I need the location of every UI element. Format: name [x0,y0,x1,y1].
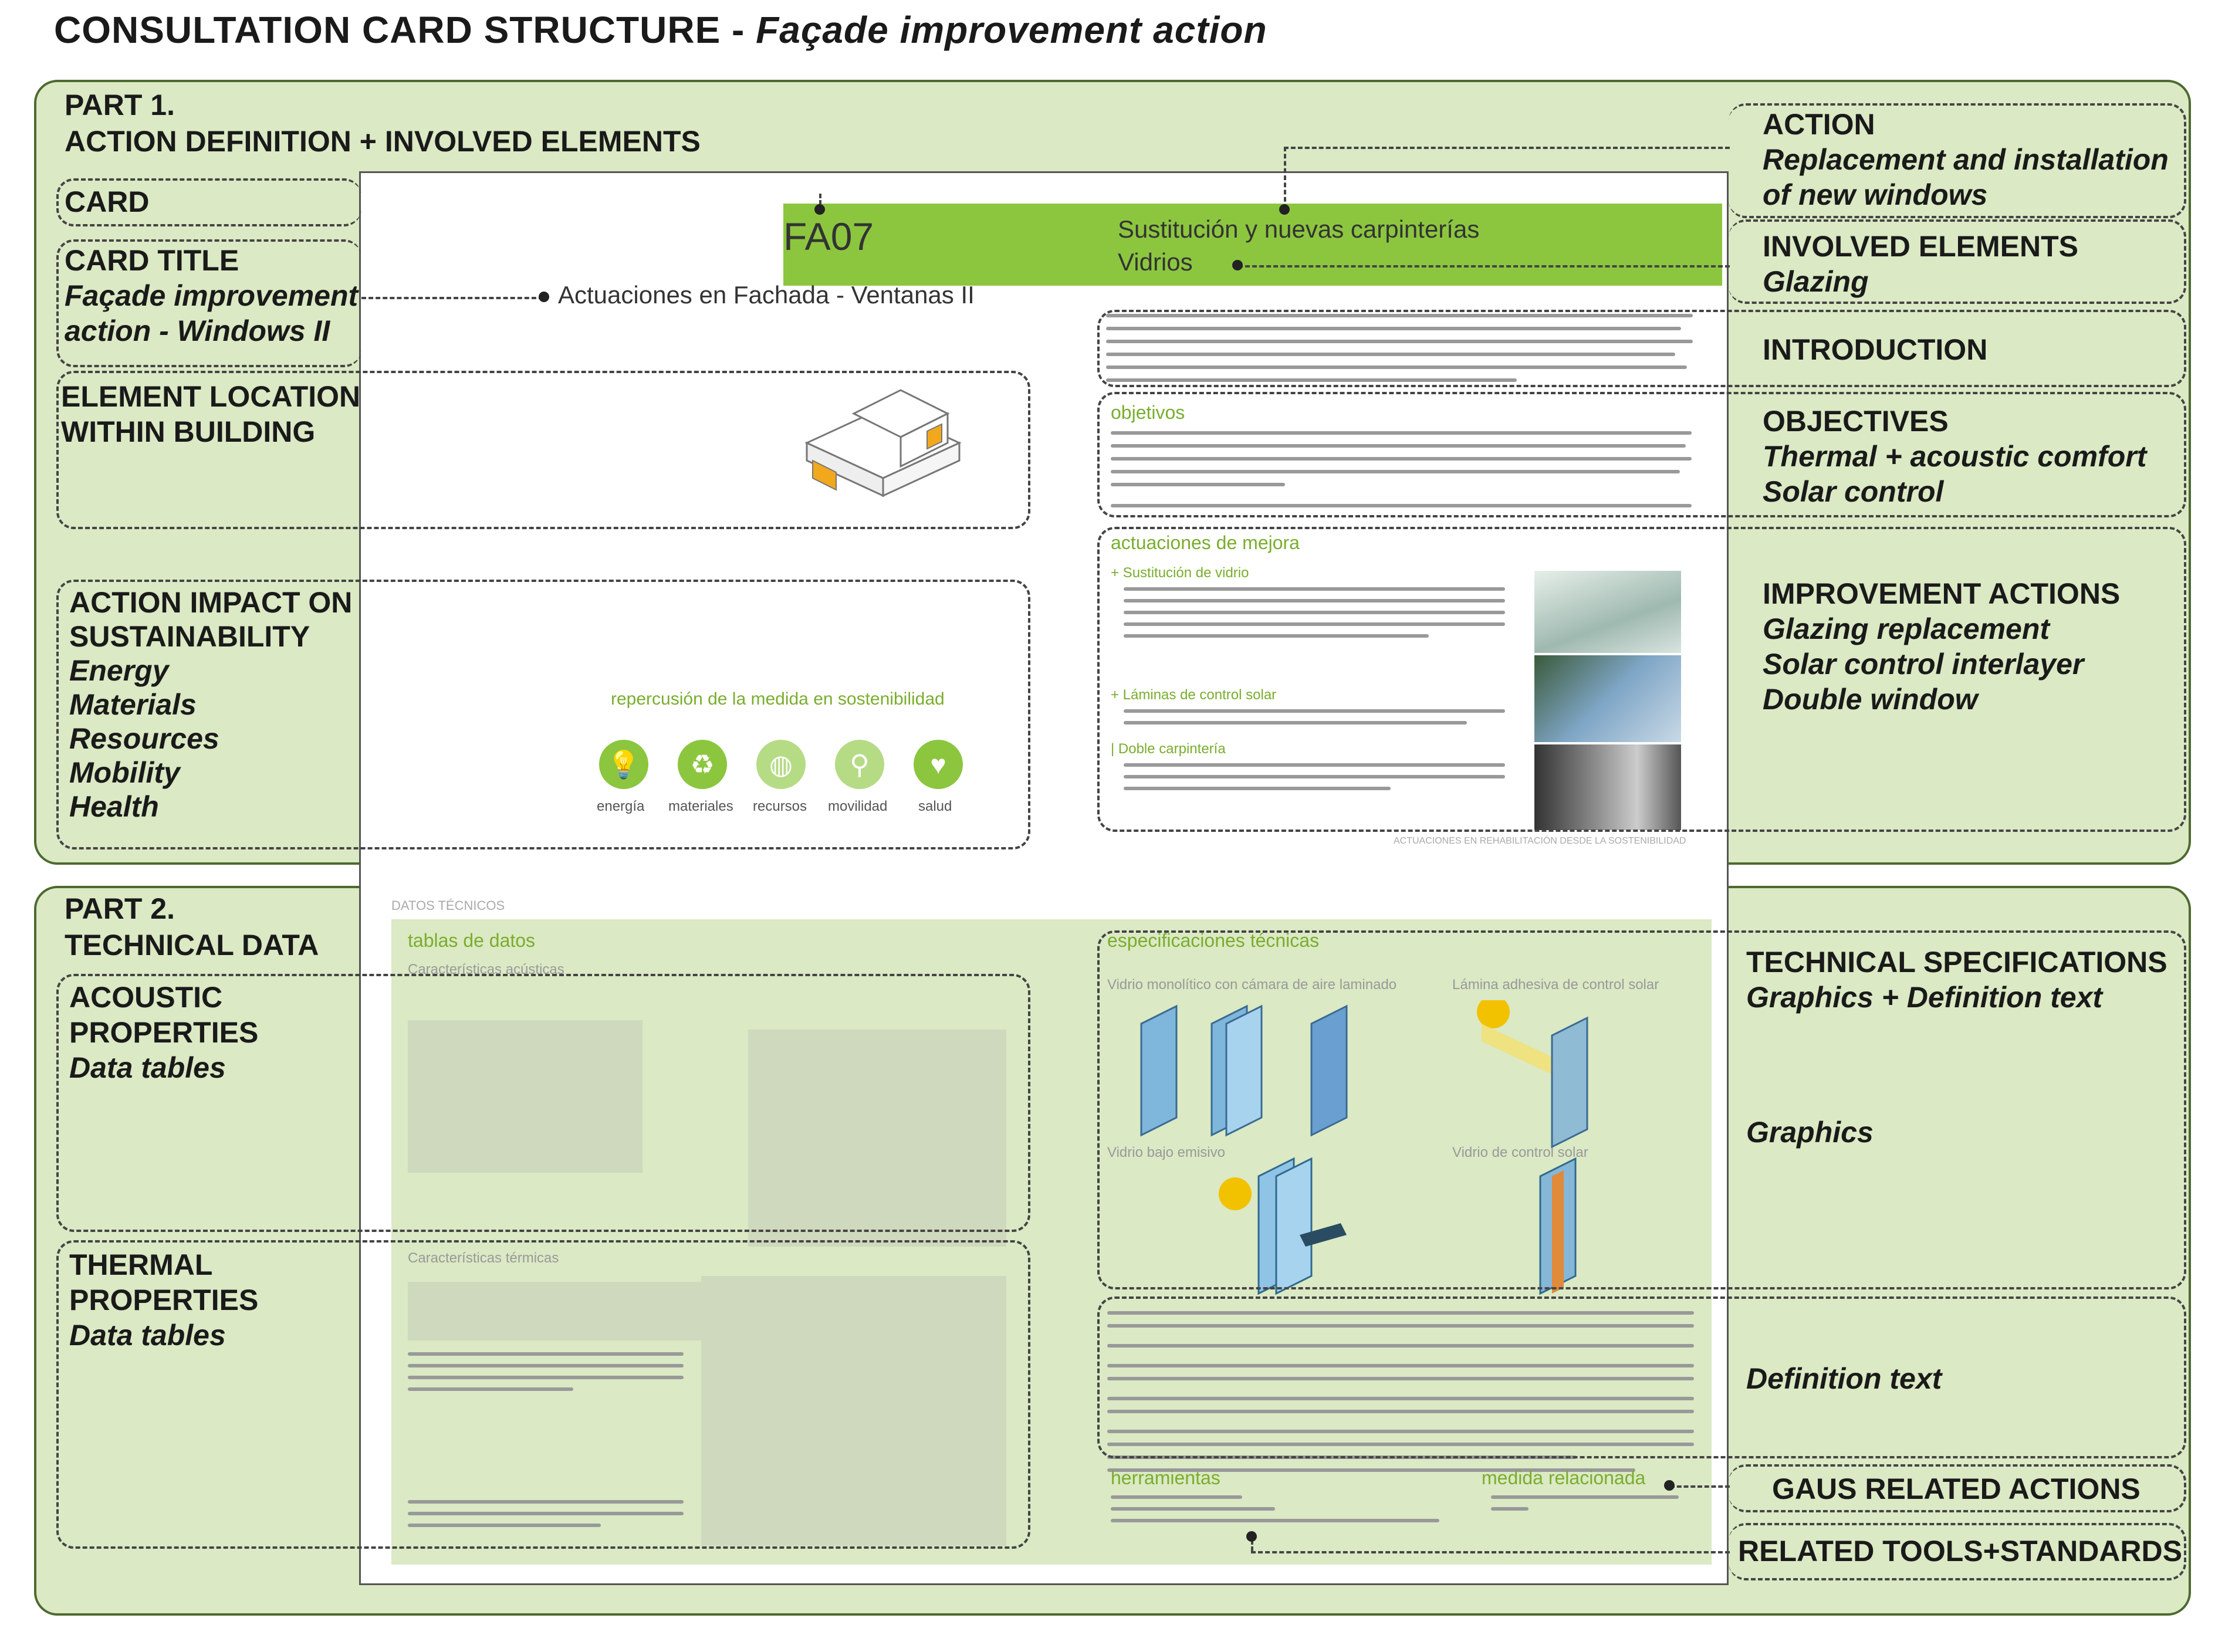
icon-label-health: salud [918,798,952,814]
photo-worker [1534,655,1681,742]
connector-dot-involved [1232,260,1243,270]
repercusion-heading: repercusión de la medida en sostenibilid… [611,689,945,709]
photo-double-window [1534,744,1681,830]
right-box-objectives [1097,392,2186,517]
connector-action-v [1284,147,1286,209]
right-box-tools [1729,1523,2186,1580]
label-card: CARD [65,185,150,218]
spec2-label: Lámina adhesiva de control solar [1452,977,1659,993]
label-involved: INVOLVED ELEMENTS Glazing [1763,230,2079,298]
right-box-improvement [1097,527,2186,832]
right-box-intro [1097,310,2186,387]
connector-card-v [819,194,821,211]
right-box-techspec [1097,930,2186,1289]
building-sketch [804,389,962,497]
act3-text [1124,763,1505,790]
herramientas-text [1111,1495,1439,1522]
part2-header: PART 2. TECHNICAL DATA [65,892,319,962]
sustainability-icons: 💡 ♻ ◍ ⚲ ♥ energía materiales recursos mo… [597,740,1022,822]
card-footer-1: ACTUACIONES EN REHABILITACIÓN DESDE LA S… [1394,836,1686,846]
label-thermal: THERMAL PROPERTIES Data tables [69,1248,259,1352]
act3-label: | Doble carpintería [1111,741,1226,757]
tablas-heading: tablas de datos [408,930,536,951]
connector-gaus [1670,1485,1730,1488]
connector-dot-title [539,292,549,302]
herramientas-heading: herramientas [1111,1467,1220,1488]
label-objectives: OBJECTIVES Thermal + acoustic comfort So… [1763,405,2147,508]
connector-tools-v [1251,1533,1253,1551]
objetivos-text [1111,431,1692,507]
right-box-involved [1729,219,2186,304]
resources-icon: ◍ [756,740,806,789]
thermal-table-1 [408,1282,701,1340]
acoustic-table-1 [408,1020,643,1173]
consultation-card: FA07 Sustitución y nuevas carpinterías V… [359,171,1729,1585]
connector-dot-gaus [1664,1480,1675,1491]
medida-heading: medida relacionada [1482,1467,1646,1488]
act2-text [1124,709,1505,725]
icon-label-resources: recursos [753,798,807,814]
acoustic-table-2 [748,1030,1006,1247]
spec1-label: Vidrio monolítico con cámara de aire lam… [1107,977,1397,993]
connector-dot-action [1279,204,1290,215]
connector-tools-h [1251,1551,1730,1553]
right-box-action [1729,103,2186,218]
actuaciones-heading: actuaciones de mejora [1111,532,1300,553]
label-location: ELEMENT LOCATION WITHIN BUILDING [61,380,361,448]
icon-label-energy: energía [597,798,645,814]
left-box-card [56,178,361,226]
label-action: ACTION Replacement and installation of n… [1763,108,2169,211]
spec3-label: Vidrio bajo emisivo [1107,1145,1225,1160]
label-acoustic: ACOUSTIC PROPERTIES Data tables [69,981,259,1084]
label-impact: ACTION IMPACT ON SUSTAINABILITY Energy M… [69,586,353,823]
card-subtitle: Actuaciones en Fachada - Ventanas II [558,281,975,309]
connector-involved [1238,265,1730,268]
thermal-text-2 [408,1500,684,1527]
thermal-text [408,1352,684,1391]
page-title: CONSULTATION CARD STRUCTURE - Façade imp… [54,9,1267,51]
card-code: FA07 [783,215,874,258]
label-improvement: IMPROVEMENT ACTIONS Glazing replacement … [1763,577,2121,716]
mobility-icon: ⚲ [835,740,884,789]
connector-dot-tools [1246,1531,1257,1542]
medida-text [1491,1495,1679,1511]
label-gaus: GAUS RELATED ACTIONS [1772,1472,2141,1505]
left-box-location [56,371,1030,529]
card-name: Sustitución y nuevas carpinterías Vidrio… [1118,215,1480,276]
connector-dot-card [814,204,825,215]
act1-label: + Sustitución de vidrio [1111,565,1249,581]
energy-icon: 💡 [599,740,648,789]
label-techspec: TECHNICAL SPECIFICATIONS Graphics + Defi… [1746,946,2167,1014]
termicas-heading: Características térmicas [408,1250,559,1266]
act1-text [1124,587,1505,638]
thermal-table-2 [701,1276,1006,1546]
left-box-impact [56,580,1030,849]
label-graphics: Graphics [1746,1116,1874,1149]
left-box-thermal [56,1240,1030,1549]
part1-header: PART 1. ACTION DEFINITION + INVOLVED ELE… [65,89,701,158]
intro-text [1106,314,1693,382]
label-tools: RELATED TOOLS+STANDARDS [1738,1535,2182,1568]
glazing-graphics [1140,1000,1588,1295]
icon-label-materials: materiales [668,798,733,814]
left-box-title [56,239,361,367]
spec4-label: Vidrio de control solar [1452,1145,1588,1160]
right-box-definition [1097,1296,2186,1458]
materials-icon: ♻ [678,740,727,789]
left-box-acoustic [56,974,1030,1232]
objetivos-heading: objetivos [1111,402,1185,423]
especificaciones-heading: especificaciones técnicas [1107,930,1320,951]
datos-tecnicos: DATOS TÉCNICOS [391,898,505,913]
connector-title [361,297,543,299]
health-icon: ♥ [914,740,963,789]
act2-label: + Láminas de control solar [1111,687,1277,703]
right-box-gaus [1729,1464,2186,1512]
connector-action-h [1284,147,1730,149]
icon-label-mobility: movilidad [828,798,888,814]
photo-glass [1534,571,1681,653]
label-card-title: CARD TITLE Façade improvement action - W… [65,244,359,347]
label-introduction: INTRODUCTION [1763,333,1988,366]
label-definition: Definition text [1746,1362,1942,1395]
card-header-bar [783,204,1722,286]
